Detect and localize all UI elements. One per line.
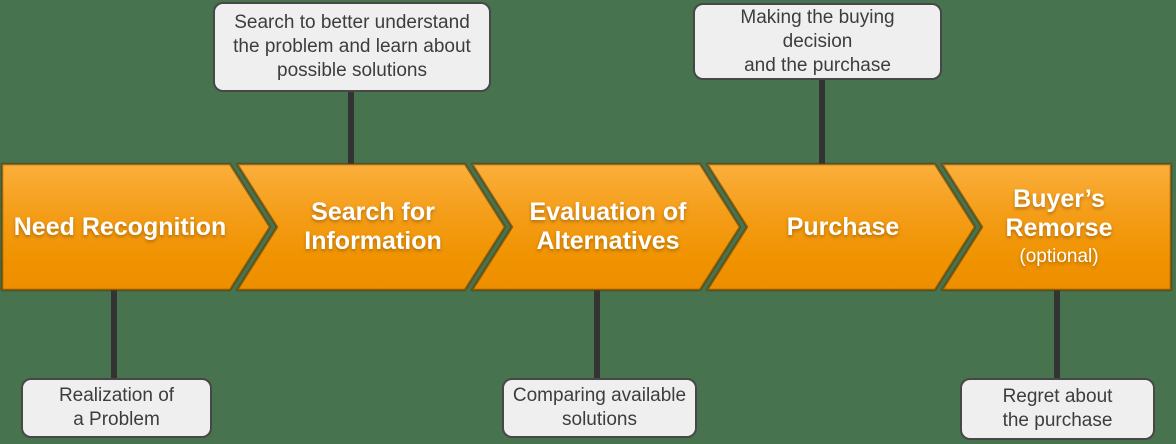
- chevron-search-for-information: [235, 162, 507, 292]
- connector-need-callout: [111, 285, 117, 385]
- callout-search-description: Search to better understand the problem …: [213, 2, 491, 92]
- callout-line: a Problem: [73, 409, 160, 430]
- chevron-purchase: [705, 162, 977, 292]
- callout-line: Regret about: [1002, 386, 1113, 407]
- callout-line: Comparing available: [512, 385, 687, 406]
- callout-line: solutions: [562, 409, 637, 430]
- callout-evaluation-note: Comparing available solutions: [502, 378, 697, 438]
- callout-purchase-description: Making the buying decision and the purch…: [693, 3, 942, 80]
- callout-line: the problem and learn about: [233, 36, 471, 57]
- callout-line: Search to better understand: [234, 12, 470, 33]
- chevron-need-recognition: [0, 162, 272, 292]
- callout-line: and the purchase: [744, 54, 891, 76]
- callout-line: Realization of: [58, 385, 175, 406]
- callout-line: the purchase: [1002, 410, 1113, 431]
- callout-remorse-note: Regret about the purchase: [960, 378, 1155, 440]
- connector-purchase-callout: [819, 75, 825, 170]
- chevron-buyers-remorse: [940, 162, 1173, 292]
- callout-line: possible solutions: [277, 60, 427, 81]
- chevron-evaluation-of-alternatives: [470, 162, 742, 292]
- connector-search-callout: [348, 85, 354, 170]
- callout-line: Making the buying decision: [740, 6, 895, 52]
- connector-evaluation-callout: [594, 285, 600, 385]
- connector-remorse-callout: [1054, 285, 1060, 385]
- callout-need-recognition-note: Realization of a Problem: [21, 378, 212, 438]
